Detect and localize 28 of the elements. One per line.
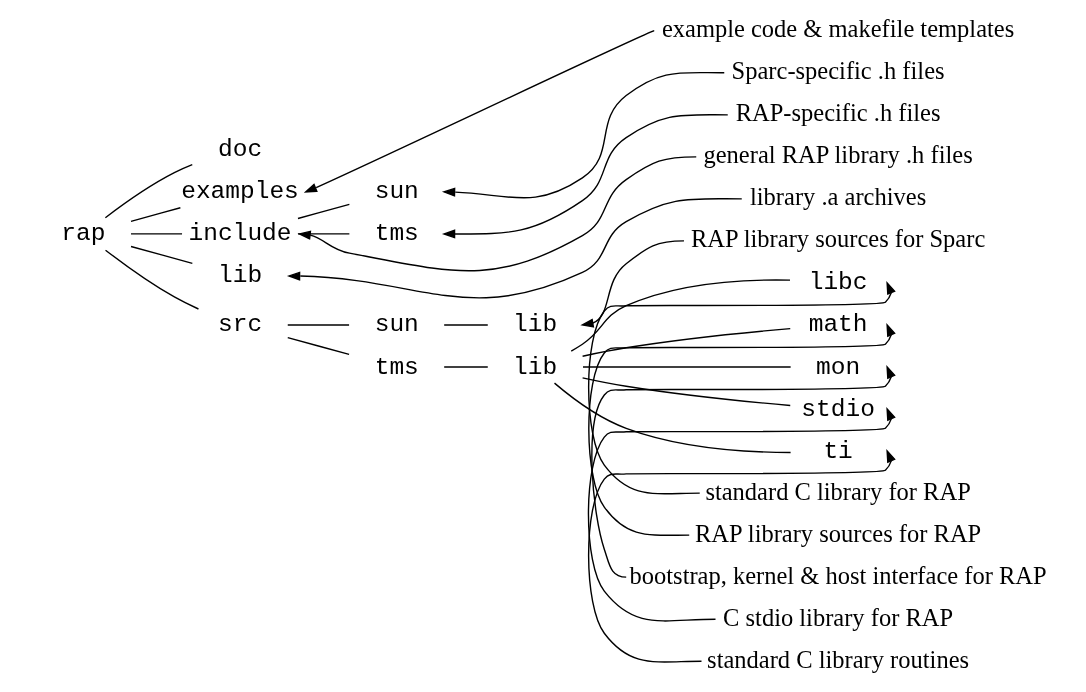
node-text: sun [374,178,419,206]
node-text: rap [61,220,106,248]
node-text: RAP-specific .h files [735,99,941,127]
node-text: example code & makefile templates [661,15,1015,43]
node-text: tms [374,353,419,381]
node-text: lib [217,262,263,290]
node-text: ti [823,437,853,465]
node-text: libc [808,269,868,297]
node-text: Sparc-specific .h files [731,57,945,85]
node-text: mon [816,353,861,381]
node-text: library .a archives [750,183,927,211]
node-text: general RAP library .h files [703,141,973,169]
node-text: bootstrap, kernel & host interface for RAP [629,561,1047,589]
node-text: C stdio library for RAP [723,603,954,631]
node-text: standard C library routines [707,645,970,673]
node-text: RAP library sources for Sparc [690,225,986,253]
node-text: RAP library sources for RAP [694,519,982,547]
node-text: sun [374,311,419,339]
node-text: tms [374,220,419,248]
node-text: examples [181,178,299,206]
node-text: doc [217,136,263,164]
node-text: src [217,311,263,339]
node-text: lib [513,311,558,339]
node-text: standard C library for RAP [705,477,971,505]
node-text: math [808,311,868,339]
node-text: lib [513,353,558,381]
node-text: include [188,220,292,248]
node-text: stdio [801,395,875,423]
